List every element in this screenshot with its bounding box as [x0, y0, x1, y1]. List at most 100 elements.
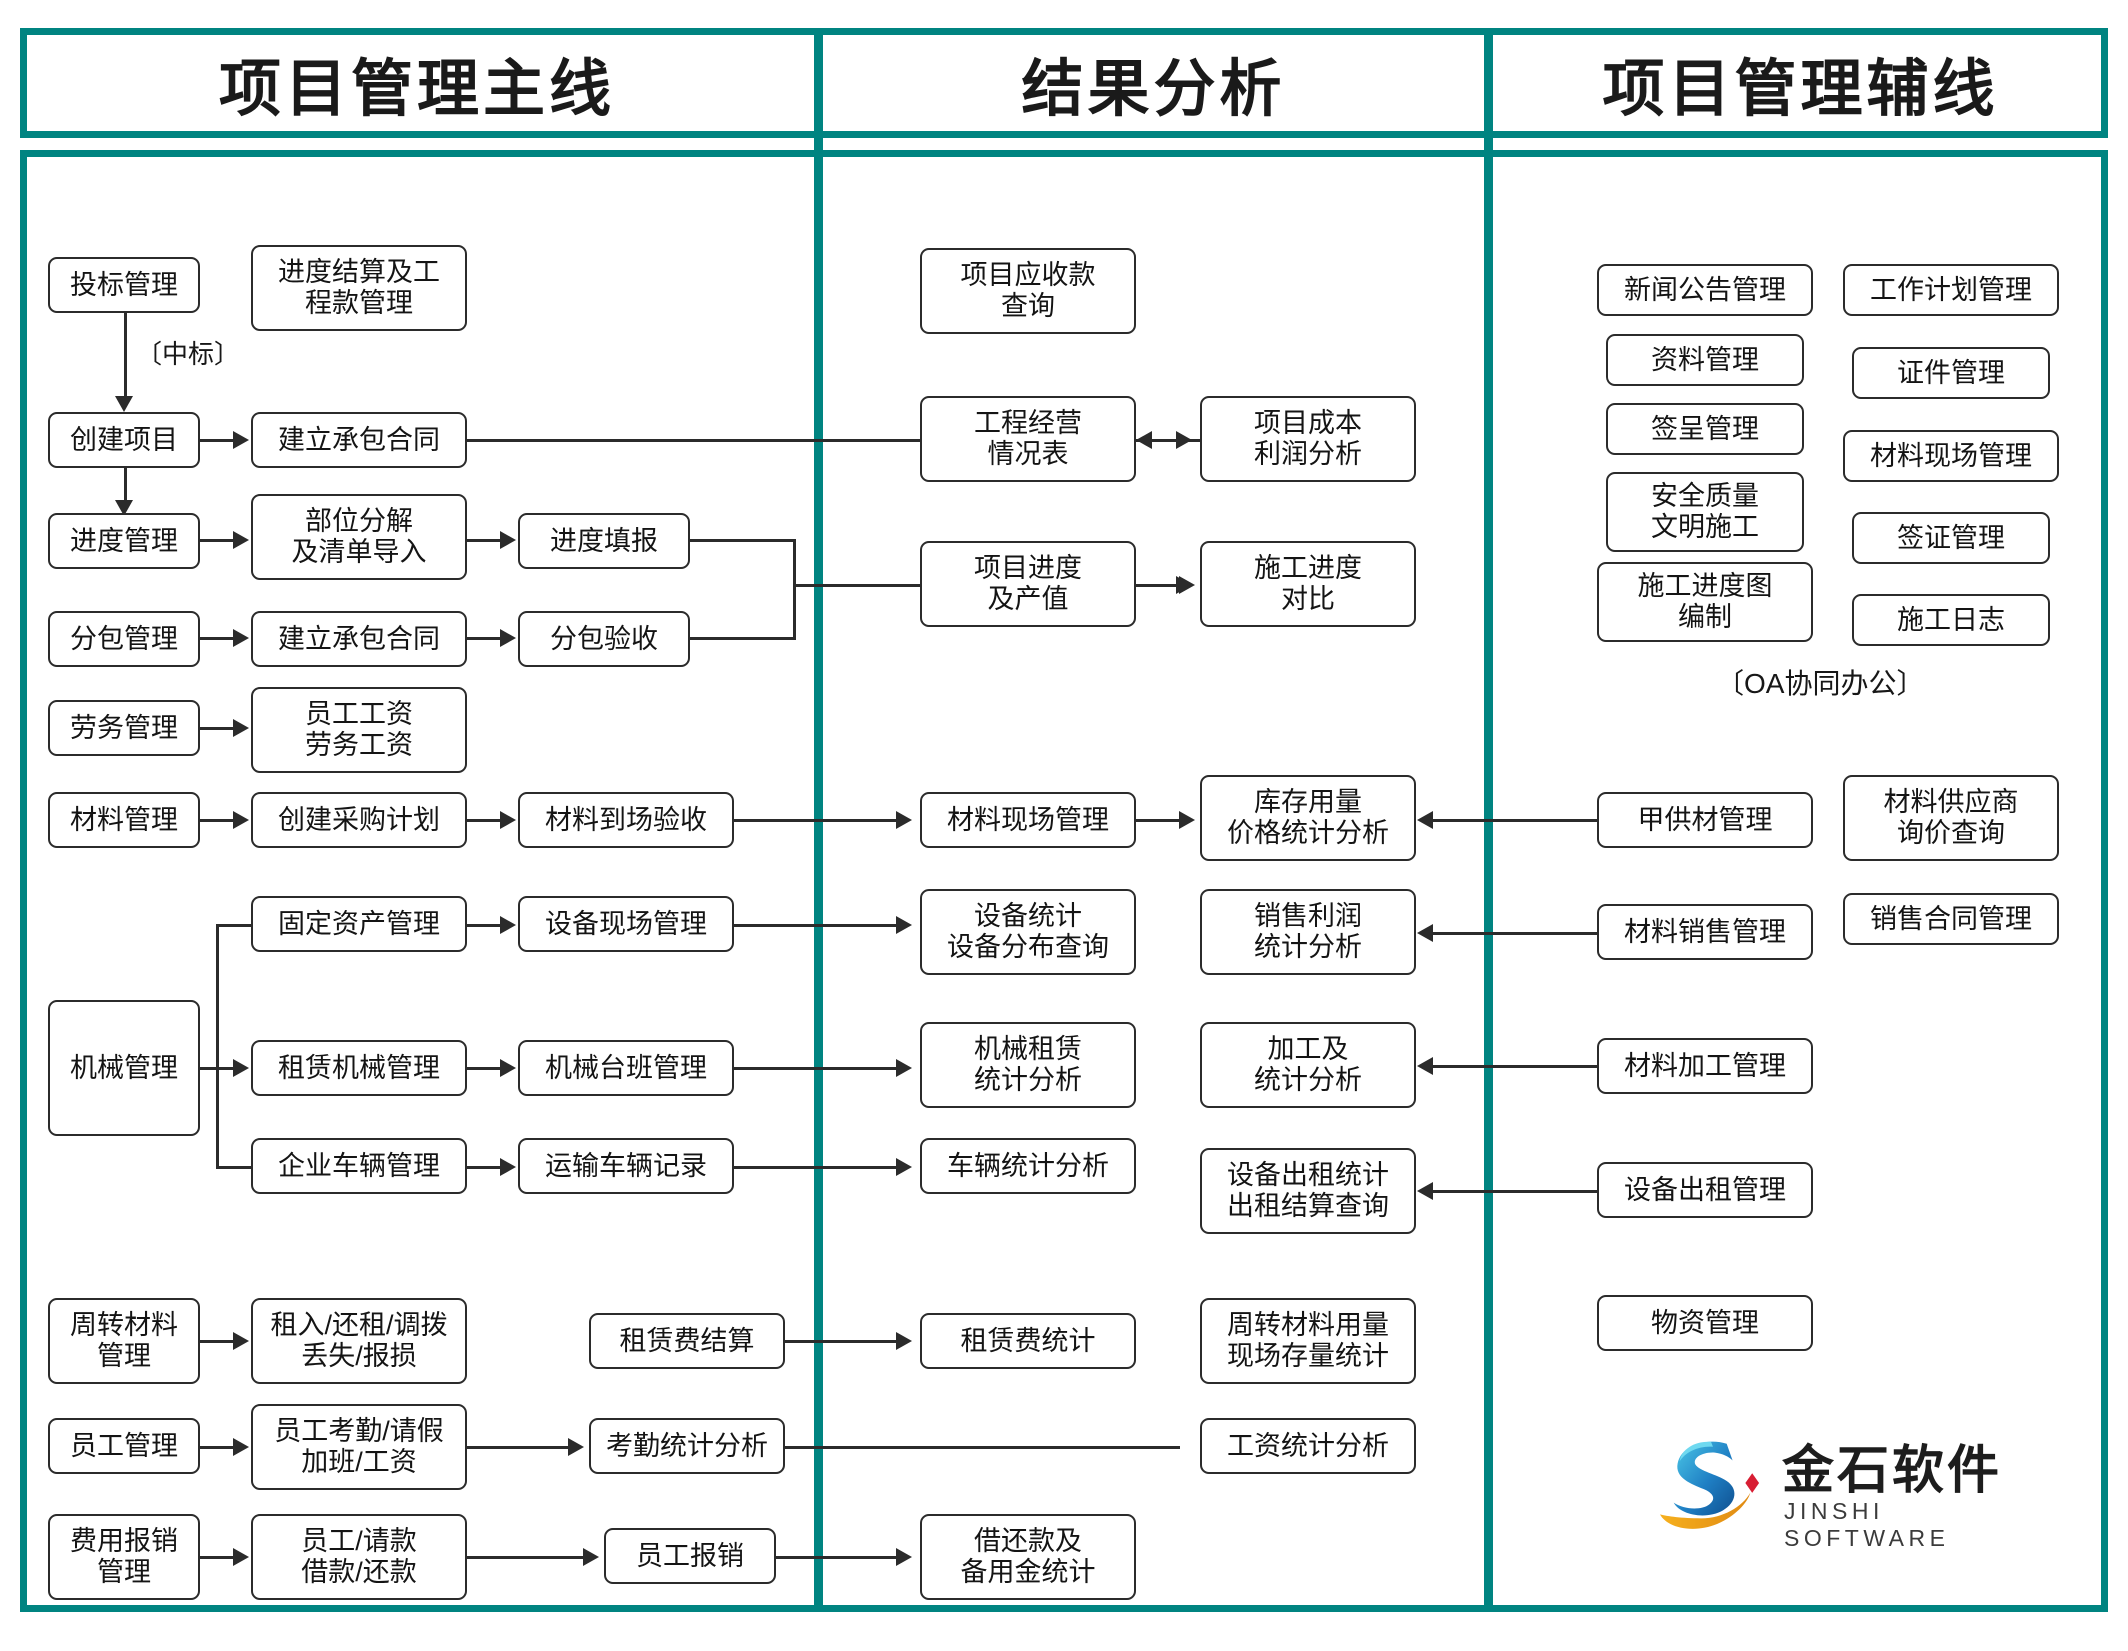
node-sales-profit-statistics[interactable]: 销售利润 统计分析	[1200, 889, 1416, 975]
node-rent-fee-settlement[interactable]: 租赁费结算	[589, 1313, 785, 1369]
arrow-labor-to-wage	[233, 719, 249, 737]
arrow-turnover-to-rent	[233, 1332, 249, 1350]
company-logo: 金石软件 JINSHI SOFTWARE	[1652, 1424, 2042, 1551]
node-build-contract-2[interactable]: 建立承包合同	[251, 611, 467, 667]
node-construction-log[interactable]: 施工日志	[1852, 594, 2050, 646]
node-material-management[interactable]: 材料管理	[48, 792, 200, 848]
node-progress-fill[interactable]: 进度填报	[518, 513, 690, 569]
arrow-create-to-schedule	[115, 500, 133, 516]
node-subcontract-acceptance[interactable]: 分包验收	[518, 611, 690, 667]
node-equipment-rental-management[interactable]: 设备出租管理	[1597, 1162, 1813, 1218]
node-employee-request-loan[interactable]: 员工/请款 借款/还款	[251, 1514, 467, 1600]
line-employee-to-attendance	[200, 1446, 235, 1449]
node-wage-statistics[interactable]: 工资统计分析	[1200, 1418, 1416, 1474]
node-progress-settlement[interactable]: 进度结算及工 程款管理	[251, 245, 467, 331]
node-fixed-asset-management[interactable]: 固定资产管理	[251, 896, 467, 952]
arrow-sub-to-contract	[233, 629, 249, 647]
node-employee-reimbursement[interactable]: 员工报销	[604, 1528, 776, 1584]
line-attendance-stats-to-wage-stat	[785, 1446, 1180, 1449]
line-settlement-to-stat	[785, 1340, 900, 1343]
node-safety-quality-civilized-construction[interactable]: 安全质量 文明施工	[1606, 472, 1804, 552]
node-create-project[interactable]: 创建项目	[48, 412, 200, 468]
node-material-supplier-quote-query[interactable]: 材料供应商 询价查询	[1843, 775, 2059, 861]
node-construction-progress-compare[interactable]: 施工进度 对比	[1200, 541, 1416, 627]
arrow-schedule-to-breakdown	[233, 531, 249, 549]
node-machinery-management[interactable]: 机械管理	[48, 1000, 200, 1136]
node-signing-management[interactable]: 签呈管理	[1606, 403, 1804, 455]
node-equipment-rental-statistics[interactable]: 设备出租统计 出租结算查询	[1200, 1148, 1416, 1234]
line-contract-to-biz-report	[467, 439, 1180, 442]
line-create-to-schedule	[124, 468, 127, 508]
node-build-contract-1[interactable]: 建立承包合同	[251, 412, 467, 468]
node-rent-return-transfer[interactable]: 租入/还租/调拨 丢失/报损	[251, 1298, 467, 1384]
node-create-purchase-plan[interactable]: 创建采购计划	[251, 792, 467, 848]
node-sales-contract-management[interactable]: 销售合同管理	[1843, 893, 2059, 945]
line-acceptance-right	[690, 637, 796, 640]
node-vehicle-statistics[interactable]: 车辆统计分析	[920, 1138, 1136, 1194]
node-project-cost-profit-analysis[interactable]: 项目成本 利润分析	[1200, 396, 1416, 482]
line-progress-to-compare	[1136, 584, 1183, 587]
node-transport-vehicle-record[interactable]: 运输车辆记录	[518, 1138, 734, 1194]
node-project-receivable-query[interactable]: 项目应收款 查询	[920, 248, 1136, 334]
line-record-to-stat	[734, 1166, 900, 1169]
node-equipment-site-management[interactable]: 设备现场管理	[518, 896, 734, 952]
line-equip-to-stat	[734, 924, 900, 927]
node-expense-reimbursement-management[interactable]: 费用报销 管理	[48, 1514, 200, 1600]
node-part-breakdown[interactable]: 部位分解 及清单导入	[251, 494, 467, 580]
logo-text-en: JINSHI SOFTWARE	[1784, 1498, 1950, 1551]
node-leased-machinery-management[interactable]: 租赁机械管理	[251, 1040, 467, 1096]
node-processing-statistics[interactable]: 加工及 统计分析	[1200, 1022, 1416, 1108]
arrow-expense-to-request	[233, 1548, 249, 1566]
node-staff-labor-wage[interactable]: 员工工资 劳务工资	[251, 687, 467, 773]
node-inventory-price-statistics[interactable]: 库存用量 价格统计分析	[1200, 775, 1416, 861]
node-project-business-report[interactable]: 工程经营 情况表	[920, 396, 1136, 482]
node-subcontract-management[interactable]: 分包管理	[48, 611, 200, 667]
arrow-asset-to-equip	[500, 916, 516, 934]
line-breakdown-to-fill	[467, 539, 502, 542]
node-material-site-management-aux[interactable]: 材料现场管理	[1843, 430, 2059, 482]
node-document-management[interactable]: 资料管理	[1606, 334, 1804, 386]
line-schedule-to-breakdown	[200, 539, 235, 542]
node-schedule-management[interactable]: 进度管理	[48, 513, 200, 569]
arrow-employee-to-attendance	[233, 1438, 249, 1456]
node-bid-management[interactable]: 投标管理	[48, 257, 200, 313]
node-owner-supplied-material-management[interactable]: 甲供材管理	[1597, 792, 1813, 848]
line-merge-vertical	[793, 539, 796, 639]
node-material-processing-management[interactable]: 材料加工管理	[1597, 1038, 1813, 1094]
node-employee-management[interactable]: 员工管理	[48, 1418, 200, 1474]
node-material-sales-management[interactable]: 材料销售管理	[1597, 904, 1813, 960]
node-certificate-management[interactable]: 证件管理	[1852, 347, 2050, 399]
node-work-plan-management[interactable]: 工作计划管理	[1843, 264, 2059, 316]
arrow-record-to-stat	[896, 1158, 912, 1176]
node-material-arrival-check[interactable]: 材料到场验收	[518, 792, 734, 848]
node-construction-schedule-chart[interactable]: 施工进度图 编制	[1597, 562, 1813, 642]
node-machine-shift-management[interactable]: 机械台班管理	[518, 1040, 734, 1096]
node-attendance-statistics[interactable]: 考勤统计分析	[589, 1418, 785, 1474]
node-project-progress-output[interactable]: 项目进度 及产值	[920, 541, 1136, 627]
node-rental-fee-statistics[interactable]: 租赁费统计	[920, 1313, 1136, 1369]
line-reimbursement-to-loan-stat	[776, 1556, 900, 1559]
arrow-cost-to-biz-report	[1136, 431, 1152, 449]
node-company-vehicle-management[interactable]: 企业车辆管理	[251, 1138, 467, 1194]
node-turnover-material-usage-stock[interactable]: 周转材料用量 现场存量统计	[1200, 1298, 1416, 1384]
header-title-main-line: 项目管理主线	[218, 52, 615, 125]
node-loan-repay-petty-cash-stats[interactable]: 借还款及 备用金统计	[920, 1514, 1136, 1600]
node-turnover-material-management[interactable]: 周转材料 管理	[48, 1298, 200, 1384]
node-supplies-management[interactable]: 物资管理	[1597, 1295, 1813, 1351]
arrow-progress-to-compare	[1179, 576, 1195, 594]
node-labor-management[interactable]: 劳务管理	[48, 700, 200, 756]
node-material-site-management-result[interactable]: 材料现场管理	[920, 792, 1136, 848]
line-arrival-to-site	[734, 819, 900, 822]
line-processing-to-stat	[1433, 1065, 1597, 1068]
node-news-announcement-management[interactable]: 新闻公告管理	[1597, 264, 1813, 316]
line-expense-to-request	[200, 1556, 235, 1559]
node-equipment-statistics-distribution[interactable]: 设备统计 设备分布查询	[920, 889, 1136, 975]
node-machinery-lease-statistics[interactable]: 机械租赁 统计分析	[920, 1022, 1136, 1108]
line-bid-to-create	[124, 313, 127, 398]
node-attendance-leave-ot-wage[interactable]: 员工考勤/请假 加班/工资	[251, 1404, 467, 1490]
header-title-result: 结果分析	[1021, 52, 1286, 125]
node-visa-management[interactable]: 签证管理	[1852, 512, 2050, 564]
jinshi-logo-mark	[1659, 1441, 1760, 1529]
line-site-to-inventory	[1136, 819, 1183, 822]
